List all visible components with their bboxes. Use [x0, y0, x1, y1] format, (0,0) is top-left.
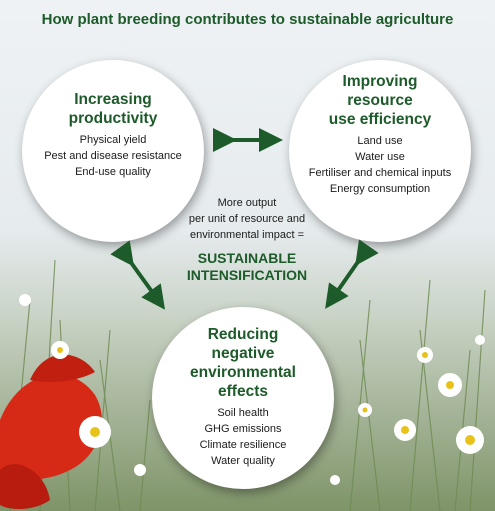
resource-efficiency-circle: Improving resource use efficiency Land u…	[289, 60, 471, 242]
resource-heading-line-3: use efficiency	[328, 111, 432, 128]
environment-heading-line-2: negative	[211, 345, 275, 362]
double-arrow-right	[325, 239, 379, 309]
resource-item: Land use	[357, 135, 403, 147]
poppy-flower	[0, 354, 102, 510]
resource-item: Fertiliser and chemical inputs	[308, 167, 452, 179]
resource-item: Energy consumption	[329, 183, 431, 195]
center-caption-line: environmental impact =	[189, 229, 305, 241]
productivity-heading-line-2: productivity	[68, 110, 158, 127]
productivity-circle: Increasing productivity Physical yield P…	[22, 60, 204, 242]
center-caption-line: More output	[217, 197, 277, 209]
environment-item: GHG emissions	[204, 423, 282, 435]
center-caption-line: per unit of resource and	[188, 213, 306, 225]
environment-item: Soil health	[217, 407, 269, 419]
emphasis-line-1: SUSTAINABLE	[197, 250, 297, 266]
environment-heading-line-1: Reducing	[207, 326, 279, 343]
sustainable-intensification-label: SUSTAINABLE INTENSIFICATION	[152, 250, 342, 284]
daisy-flowers	[19, 294, 485, 485]
productivity-heading-line-1: Increasing	[74, 91, 152, 108]
environment-heading-line-3: environmental	[190, 364, 296, 381]
environmental-effects-circle: Reducing negative environmental effects …	[152, 307, 334, 489]
environment-item: Water quality	[211, 455, 275, 467]
emphasis-line-2: INTENSIFICATION	[186, 267, 308, 283]
resource-item: Water use	[355, 151, 405, 163]
page-title: How plant breeding contributes to sustai…	[41, 11, 454, 28]
center-caption: More output per unit of resource and env…	[162, 195, 332, 243]
double-arrow-left	[110, 240, 166, 310]
productivity-item: Physical yield	[79, 134, 147, 146]
productivity-item: End-use quality	[75, 166, 151, 178]
resource-heading-line-2: resource	[347, 92, 413, 109]
environment-heading-line-4: effects	[218, 383, 268, 400]
resource-heading-line-1: Improving	[342, 73, 418, 90]
environment-item: Climate resilience	[199, 439, 287, 451]
productivity-item: Pest and disease resistance	[44, 150, 182, 162]
